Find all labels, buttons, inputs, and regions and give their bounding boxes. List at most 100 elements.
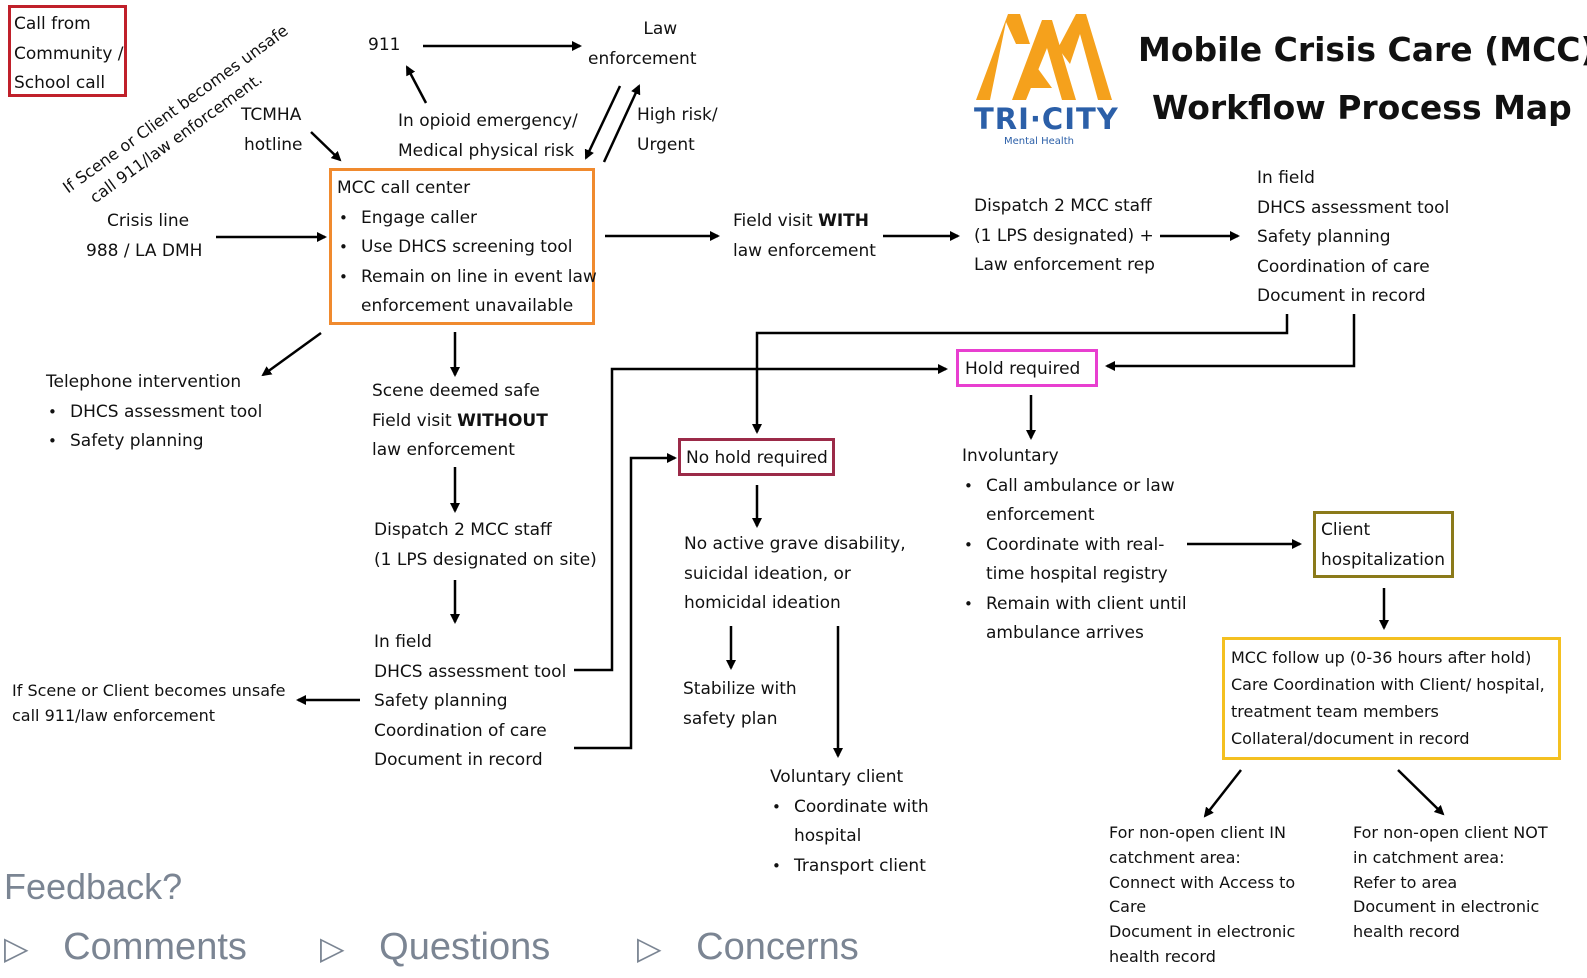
non-open-in-line: health record — [1109, 946, 1216, 966]
no-active-line: suicidal ideation, or — [684, 563, 851, 584]
in-field-top-line: Coordination of care — [1257, 256, 1430, 277]
involuntary-item-cont: ambulance arrives — [986, 623, 1144, 643]
unsafe-left-line: If Scene or Client becomes unsafe — [12, 681, 286, 700]
field-with-line2: law enforcement — [733, 240, 876, 261]
involuntary-item: Coordinate with real- — [962, 531, 1187, 561]
in-field-mid-line: Coordination of care — [374, 720, 547, 741]
non-open-in-line: Connect with Access to — [1109, 872, 1296, 892]
in-field-mid: In field DHCS assessment tool Safety pla… — [374, 628, 566, 776]
unsafe-left-note: If Scene or Client becomes unsafe call 9… — [12, 678, 286, 728]
telephone-item: DHCS assessment tool — [46, 398, 262, 428]
tcmha-line: hotline — [244, 134, 303, 155]
dispatch-top-line: Law enforcement rep — [974, 255, 1155, 275]
no-hold-required-box: No hold required — [678, 438, 835, 476]
no-active-line: homicidal ideation — [684, 593, 841, 613]
arrow-law-to-center — [584, 85, 622, 160]
non-open-in-line: Care — [1109, 897, 1147, 917]
arrow-followup-to-not — [1397, 769, 1445, 816]
call-center-item: Use DHCS screening tool — [337, 233, 592, 263]
involuntary: Involuntary Call ambulance or law enforc… — [962, 442, 1187, 649]
mountain-icon — [976, 14, 1112, 100]
stabilize-safety-plan: Stabilize with safety plan — [683, 675, 797, 734]
field-with-bold: WITH — [818, 211, 869, 231]
stabilize-line: Stabilize with — [683, 679, 797, 699]
mcc-follow-up-box: MCC follow up (0-36 hours after hold) Ca… — [1222, 637, 1561, 760]
scene-line3: law enforcement — [372, 440, 515, 460]
dispatch-top-line: Dispatch 2 MCC staff — [974, 196, 1152, 216]
call-center-item: Engage caller — [337, 204, 592, 234]
call-from-line: Call from — [14, 14, 91, 34]
scene-line2-bold: WITHOUT — [457, 410, 548, 431]
follow-up-line: treatment team members — [1231, 702, 1439, 721]
non-open-in-line: Document in electronic — [1109, 922, 1296, 942]
no-active-ideation: No active grave disability, suicidal ide… — [684, 530, 906, 619]
voluntary-heading: Voluntary client — [770, 767, 904, 787]
call-center-list: Engage caller Use DHCS screening tool Re… — [337, 204, 597, 293]
involuntary-item: Remain with client until — [962, 590, 1187, 620]
non-open-not-line: For non-open client NOT — [1353, 823, 1548, 842]
scene-line2: Field visit — [372, 410, 458, 431]
feedback-label: Concerns — [696, 926, 859, 968]
law-line: Law — [643, 19, 678, 39]
feedback-item-questions: ▷ Questions — [320, 926, 550, 969]
arrow-infield-to-hold — [574, 364, 948, 672]
in-field-top-line: DHCS assessment tool — [1257, 197, 1450, 218]
arrow-infieldtop-to-nohold — [752, 314, 1289, 434]
high-risk-line: High risk/ — [637, 105, 718, 125]
arrow-followup-to-in — [1203, 769, 1242, 818]
field-with-text: Field visit — [733, 211, 819, 231]
opioid-label: In opioid emergency/ Medical physical ri… — [398, 107, 578, 166]
in-field-mid-line: Document in record — [374, 750, 543, 770]
call-from-line: School call — [14, 73, 106, 93]
page-title-line1: Mobile Crisis Care (MCC) — [1138, 30, 1587, 69]
feedback-label: Questions — [379, 926, 551, 968]
tcmha-line: TCMHA — [241, 105, 302, 125]
non-open-not-line: Refer to area — [1353, 872, 1458, 892]
hospitalization-line: Client — [1321, 520, 1371, 540]
involuntary-item: Call ambulance or law — [962, 472, 1187, 502]
in-field-top: In field DHCS assessment tool Safety pla… — [1257, 164, 1449, 312]
law-line: enforcement — [588, 48, 697, 69]
in-field-mid-line: DHCS assessment tool — [374, 661, 567, 682]
feedback-heading: Feedback? — [4, 866, 183, 907]
page-title-line2: Workflow Process Map — [1152, 88, 1572, 127]
logo-subtitle: Mental Health — [1004, 136, 1074, 147]
telephone-list: DHCS assessment tool Safety planning — [46, 398, 262, 457]
non-open-not-catchment: For non-open client NOT in catchment are… — [1353, 821, 1548, 945]
field-visit-with: Field visit WITH law enforcement — [733, 207, 876, 266]
crisis-line: Crisis line — [107, 211, 190, 231]
dispatch-top: Dispatch 2 MCC staff (1 LPS designated) … — [974, 192, 1155, 281]
triangle-icon: ▷ — [637, 930, 662, 966]
telephone-item: Safety planning — [46, 427, 262, 457]
telephone-intervention: Telephone intervention DHCS assessment t… — [46, 368, 262, 457]
involuntary-item-cont: time hospital registry — [986, 564, 1168, 584]
tri-city-logo: TRI·CITY Mental Health — [972, 8, 1118, 148]
call-from-box: Call from Community / School call — [8, 5, 127, 97]
involuntary-heading: Involuntary — [962, 446, 1059, 466]
crisis-line-label: Crisis line 988 / LA DMH — [86, 207, 202, 266]
voluntary-item-cont: hospital — [794, 826, 862, 846]
voluntary-item: Transport client — [770, 852, 929, 882]
opioid-line: Medical physical risk — [398, 140, 575, 161]
logo-name: TRI·CITY — [974, 102, 1119, 136]
law-enforcement-label: Law enforcement — [588, 15, 697, 74]
hold-required-box: Hold required — [956, 349, 1098, 387]
call-center-item-cont: enforcement unavailable — [361, 296, 574, 316]
in-field-mid-line: Safety planning — [374, 691, 508, 711]
voluntary-list: Coordinate with hospital Transport clien… — [770, 793, 929, 882]
dispatch-mid-line: (1 LPS designated on site) — [374, 549, 597, 570]
voluntary-item: Coordinate with — [770, 793, 929, 823]
non-open-in-line: catchment area: — [1109, 847, 1241, 867]
opioid-line: In opioid emergency/ — [398, 111, 578, 131]
dispatch-top-line: (1 LPS designated) + — [974, 225, 1154, 246]
stabilize-line: safety plan — [683, 708, 778, 729]
non-open-not-line: in catchment area: — [1353, 847, 1505, 867]
feedback-item-concerns: ▷ Concerns — [637, 926, 859, 969]
crisis-line: 988 / LA DMH — [86, 240, 203, 261]
follow-up-line: Care Coordination with Client/ hospital, — [1231, 675, 1545, 694]
non-open-not-line: Document in electronic — [1353, 897, 1540, 917]
in-field-mid-line: In field — [374, 632, 432, 652]
telephone-heading: Telephone intervention — [46, 372, 242, 392]
in-field-top-line: Document in record — [1257, 286, 1426, 306]
